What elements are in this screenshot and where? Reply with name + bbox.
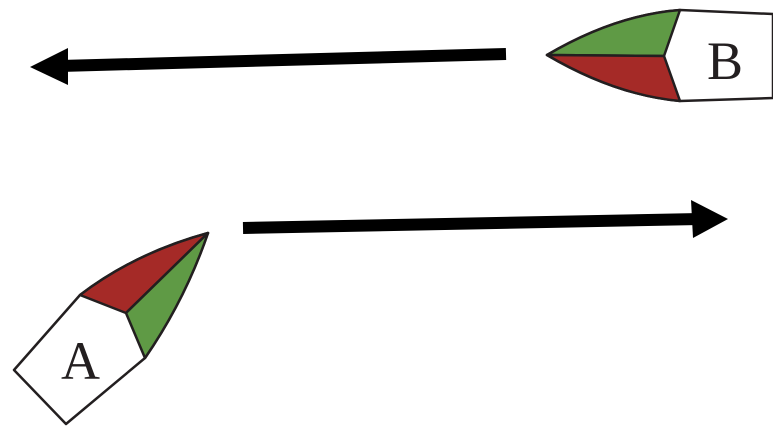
boat-a-direction-arrow [243,200,728,238]
boat-b-arrow-shaft [60,54,506,66]
boat-b-label: B [707,31,743,91]
boat-a-label: A [61,331,100,391]
boat-b-port-light [547,55,680,101]
boat-b-direction-arrow [30,48,506,85]
boat-b-starboard-light [547,10,680,56]
boat-a-arrow-shaft [243,219,700,228]
boat-a: A [14,233,208,424]
boat-b-arrow-head [30,48,68,85]
boat-b: B [547,10,773,101]
boat-a-arrow-head [691,200,728,238]
